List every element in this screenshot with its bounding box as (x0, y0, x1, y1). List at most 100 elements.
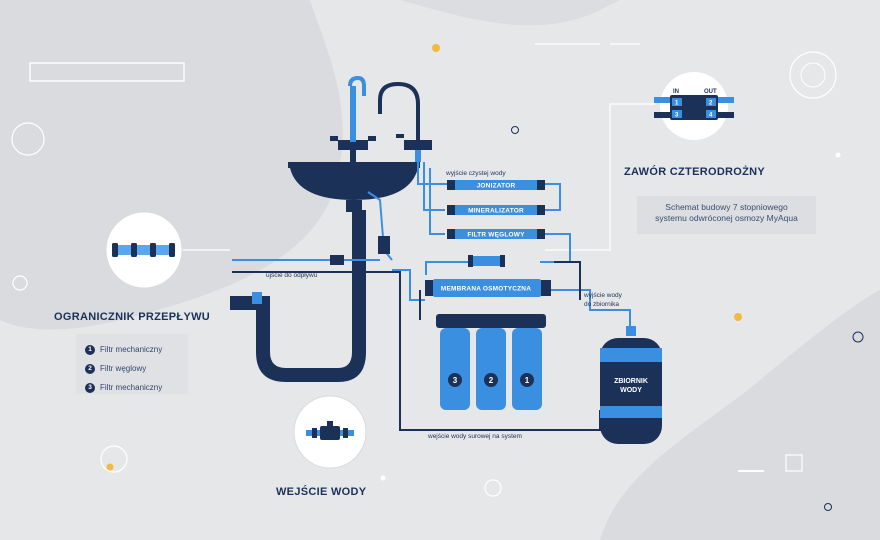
valve-port-num-2: 2 (709, 101, 713, 107)
deco-dot-4 (380, 475, 386, 481)
annotation-drain-out: ujście do odpływu (266, 272, 318, 279)
main-tap-handle-right (368, 136, 376, 141)
cartridge-ionizer-label: JONIZATOR (477, 183, 516, 190)
valve-pipe-left-top (654, 97, 672, 103)
deco-circle-6 (484, 479, 502, 497)
bg-blob-top (400, 0, 620, 26)
inlet-valve-stem (327, 421, 333, 426)
flow-limiter-cap-2 (131, 243, 137, 257)
annotation-tank-out-1: wyjście wody (583, 292, 623, 299)
filtered-tap-stem (415, 150, 421, 162)
valve-port-num-3: 3 (675, 113, 679, 119)
deco-dot-1 (511, 126, 519, 134)
deco-rect-1 (29, 62, 185, 82)
filtered-tap-base (404, 140, 432, 150)
legend-label-3: Filtr mechaniczny (100, 383, 163, 392)
valve-port-4 (706, 110, 716, 118)
legend-label-2: Filtr węglowy (100, 364, 147, 373)
deco-dot-2 (835, 152, 841, 158)
flow-limiter-tube (114, 245, 174, 255)
legend-label-1: Filtr mechaniczny (100, 345, 163, 354)
valve-port-1 (672, 98, 682, 106)
bg-blob-right (600, 290, 880, 540)
flow-limiter-cap-3 (150, 243, 156, 257)
valve-label-in: IN (673, 89, 679, 95)
title-water-inlet: WEJŚCIE WODY (276, 485, 367, 498)
title-valve: ZAWÓR CZTERODROŻNY (624, 165, 765, 178)
deco-circle-3 (789, 51, 837, 99)
inline-flow-restrictor-cap-1 (468, 255, 473, 267)
tank-label-line1: ZBIORNIK (614, 378, 648, 385)
cartridge-mineralizer: MINERALIZATOR (447, 205, 545, 215)
cartridge-carbon-label: FILTR WĘGLOWY (467, 232, 525, 239)
prefilter-number-1: 1 (525, 376, 530, 385)
drain-pipe (230, 210, 366, 382)
inlet-valve-nut-left (312, 428, 317, 438)
prefilter-bracket (436, 314, 546, 328)
valve-port-num-4: 4 (709, 113, 713, 119)
legend-item-1: 1 Filtr mechaniczny (85, 342, 188, 357)
deco-dot-5 (824, 503, 832, 511)
ro-membrane: MEMBRANA OSMOTYCZNA (425, 279, 551, 297)
valve-port-num-1: 1 (675, 101, 679, 107)
tank-label-line2: WODY (620, 387, 642, 394)
annotation-clean-water-out: wyjście czystej wody (445, 170, 506, 177)
main-tap-handle-left (330, 136, 338, 141)
deco-bar-1 (738, 470, 764, 472)
prefilter-number-3: 3 (453, 376, 458, 385)
valve-port-2 (706, 98, 716, 106)
valve-pipe-right-bottom (716, 112, 734, 118)
valve-label-out: OUT (704, 89, 717, 95)
prefilter-number-2: 2 (489, 376, 494, 385)
ro-membrane-label: MEMBRANA OSMOTYCZNA (441, 286, 531, 293)
deco-circle-1 (11, 122, 45, 156)
legend-number-2: 2 (85, 363, 95, 374)
main-tap-column (350, 86, 356, 142)
inlet-valve-nut-right (343, 428, 348, 438)
drain-saddle-fitting (330, 255, 344, 265)
main-tap-spout (348, 75, 366, 96)
sink-basin (290, 168, 418, 200)
filtered-tap-handle (396, 134, 404, 138)
main-tap-stem (350, 150, 356, 162)
filtered-tap-spout (378, 81, 420, 150)
valve-port-3 (672, 110, 682, 118)
deco-dot-yellow-3 (106, 463, 114, 471)
legend-number-1: 1 (85, 344, 95, 355)
water-tank: ZBIORNIK WODY (600, 326, 662, 444)
annotation-raw-water-in: wejście wody surowej na system (427, 433, 522, 440)
valve-pipe-left-bottom (654, 112, 672, 118)
title-flow-limiter: OGRANICZNIK PRZEPŁYWU (54, 311, 210, 323)
valve-pipe-right-top (716, 97, 734, 103)
sink-rim (288, 162, 420, 168)
sink-drain-neck (346, 200, 362, 212)
legend-item-3: 3 Filtr mechaniczny (85, 380, 188, 395)
deco-circle-2 (12, 275, 28, 291)
deco-square-1 (785, 454, 803, 472)
legend-item-2: 2 Filtr węglowy (85, 361, 188, 376)
inlet-valve-body (320, 426, 340, 440)
prefilter-housings: 3 2 1 (440, 328, 542, 410)
deco-dot-yellow-2 (734, 313, 742, 321)
deco-dot-3 (852, 331, 864, 343)
annotation-tank-out-2: do zbiornika (584, 301, 619, 308)
flow-limiter-cap-1 (112, 243, 118, 257)
deco-dot-yellow-1 (432, 44, 440, 52)
deco-circle-4 (800, 62, 826, 88)
legend-number-3: 3 (85, 382, 95, 393)
drain-clamp (252, 292, 262, 304)
cartridge-carbon: FILTR WĘGLOWY (447, 229, 545, 239)
feed-valve-fitting (378, 236, 390, 254)
deco-circle-5 (100, 445, 128, 473)
water-lines (232, 162, 631, 330)
inline-flow-restrictor (470, 256, 504, 266)
description-line-1: Schemat budowy 7 stopniowego (665, 202, 788, 212)
inline-flow-restrictor-cap-2 (500, 255, 505, 267)
cartridge-ionizer: JONIZATOR (447, 180, 545, 190)
description-line-2: systemu odwróconej osmozy MyAqua (655, 213, 798, 223)
main-tap-base (338, 140, 368, 150)
cartridge-mineralizer-label: MINERALIZATOR (468, 208, 524, 215)
flow-limiter-cap-4 (169, 243, 175, 257)
